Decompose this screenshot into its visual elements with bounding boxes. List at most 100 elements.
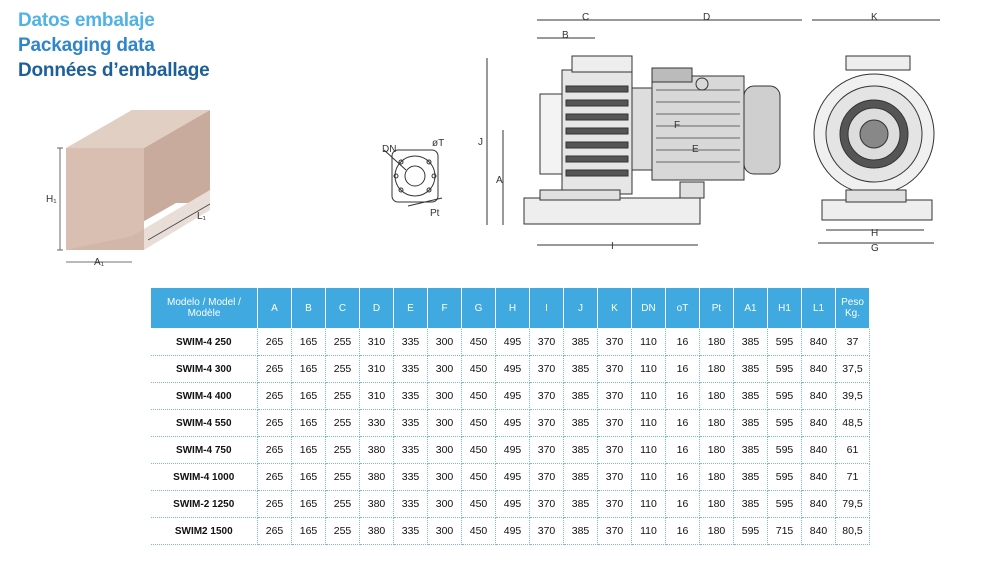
flange-drawing: DN øT Pt xyxy=(382,138,444,219)
value-cell: 385 xyxy=(733,490,768,518)
value-cell: 380 xyxy=(359,490,394,518)
value-cell: 450 xyxy=(461,436,496,464)
value-cell: 495 xyxy=(495,409,530,437)
value-cell: 265 xyxy=(257,517,292,545)
value-cell: 165 xyxy=(291,490,326,518)
value-cell: 385 xyxy=(563,355,598,383)
value-cell: 16 xyxy=(665,490,700,518)
value-cell: 595 xyxy=(767,382,802,410)
value-cell: 370 xyxy=(597,355,632,383)
value-cell: 840 xyxy=(801,463,836,491)
header-col: E xyxy=(393,287,428,329)
value-cell: 265 xyxy=(257,328,292,356)
value-cell: 300 xyxy=(427,409,462,437)
front-g-label: G xyxy=(871,243,879,254)
value-cell: 37 xyxy=(835,328,870,356)
value-cell: 840 xyxy=(801,490,836,518)
header-col: F xyxy=(427,287,462,329)
value-cell: 840 xyxy=(801,382,836,410)
title-english: Packaging data xyxy=(18,35,155,56)
value-cell: 80,5 xyxy=(835,517,870,545)
value-cell: 330 xyxy=(359,409,394,437)
value-cell: 335 xyxy=(393,436,428,464)
value-cell: 255 xyxy=(325,436,360,464)
value-cell: 165 xyxy=(291,382,326,410)
value-cell: 180 xyxy=(699,328,734,356)
value-cell: 255 xyxy=(325,355,360,383)
value-cell: 385 xyxy=(563,436,598,464)
value-cell: 180 xyxy=(699,382,734,410)
value-cell: 110 xyxy=(631,355,666,383)
header-col: K xyxy=(597,287,632,329)
value-cell: 450 xyxy=(461,409,496,437)
value-cell: 335 xyxy=(393,409,428,437)
value-cell: 110 xyxy=(631,409,666,437)
side-i-label: I xyxy=(611,241,614,252)
value-cell: 180 xyxy=(699,355,734,383)
value-cell: 370 xyxy=(597,490,632,518)
value-cell: 180 xyxy=(699,463,734,491)
value-cell: 16 xyxy=(665,355,700,383)
value-cell: 370 xyxy=(529,328,564,356)
value-cell: 495 xyxy=(495,436,530,464)
value-cell: 71 xyxy=(835,463,870,491)
value-cell: 265 xyxy=(257,355,292,383)
value-cell: 79,5 xyxy=(835,490,870,518)
value-cell: 110 xyxy=(631,517,666,545)
value-cell: 450 xyxy=(461,463,496,491)
value-cell: 385 xyxy=(563,382,598,410)
model-cell: SWIM-2 1250 xyxy=(150,490,258,518)
front-h-label: H xyxy=(871,228,878,239)
value-cell: 495 xyxy=(495,517,530,545)
model-cell: SWIM2 1500 xyxy=(150,517,258,545)
value-cell: 450 xyxy=(461,382,496,410)
pump-front-view: K H G xyxy=(812,12,940,254)
value-cell: 335 xyxy=(393,382,428,410)
value-cell: 180 xyxy=(699,436,734,464)
side-e-label: E xyxy=(692,144,699,155)
value-cell: 300 xyxy=(427,328,462,356)
value-cell: 300 xyxy=(427,355,462,383)
packaging-data-table: Modelo / Model / Modèle A B C D E F G H … xyxy=(150,287,870,545)
value-cell: 255 xyxy=(325,328,360,356)
value-cell: 255 xyxy=(325,409,360,437)
value-cell: 16 xyxy=(665,382,700,410)
value-cell: 370 xyxy=(597,517,632,545)
value-cell: 335 xyxy=(393,355,428,383)
value-cell: 61 xyxy=(835,436,870,464)
value-cell: 265 xyxy=(257,409,292,437)
value-cell: 165 xyxy=(291,436,326,464)
value-cell: 110 xyxy=(631,463,666,491)
value-cell: 16 xyxy=(665,436,700,464)
value-cell: 385 xyxy=(733,328,768,356)
value-cell: 110 xyxy=(631,490,666,518)
title-block: Datos embalaje Packaging data Données d’… xyxy=(18,8,210,83)
value-cell: 255 xyxy=(325,382,360,410)
value-cell: 370 xyxy=(529,355,564,383)
value-cell: 165 xyxy=(291,328,326,356)
value-cell: 380 xyxy=(359,517,394,545)
front-k-label: K xyxy=(871,12,878,23)
value-cell: 495 xyxy=(495,463,530,491)
header-col: L1 xyxy=(801,287,836,329)
value-cell: 450 xyxy=(461,355,496,383)
value-cell: 255 xyxy=(325,463,360,491)
value-cell: 715 xyxy=(767,517,802,545)
value-cell: 370 xyxy=(529,463,564,491)
box-l-label: L₁ xyxy=(197,211,207,222)
model-cell: SWIM-4 300 xyxy=(150,355,258,383)
value-cell: 370 xyxy=(597,382,632,410)
value-cell: 595 xyxy=(767,436,802,464)
value-cell: 335 xyxy=(393,463,428,491)
header-col: DN xyxy=(631,287,666,329)
value-cell: 300 xyxy=(427,463,462,491)
value-cell: 300 xyxy=(427,517,462,545)
value-cell: 840 xyxy=(801,436,836,464)
value-cell: 385 xyxy=(563,517,598,545)
value-cell: 110 xyxy=(631,382,666,410)
header-col: H xyxy=(495,287,530,329)
